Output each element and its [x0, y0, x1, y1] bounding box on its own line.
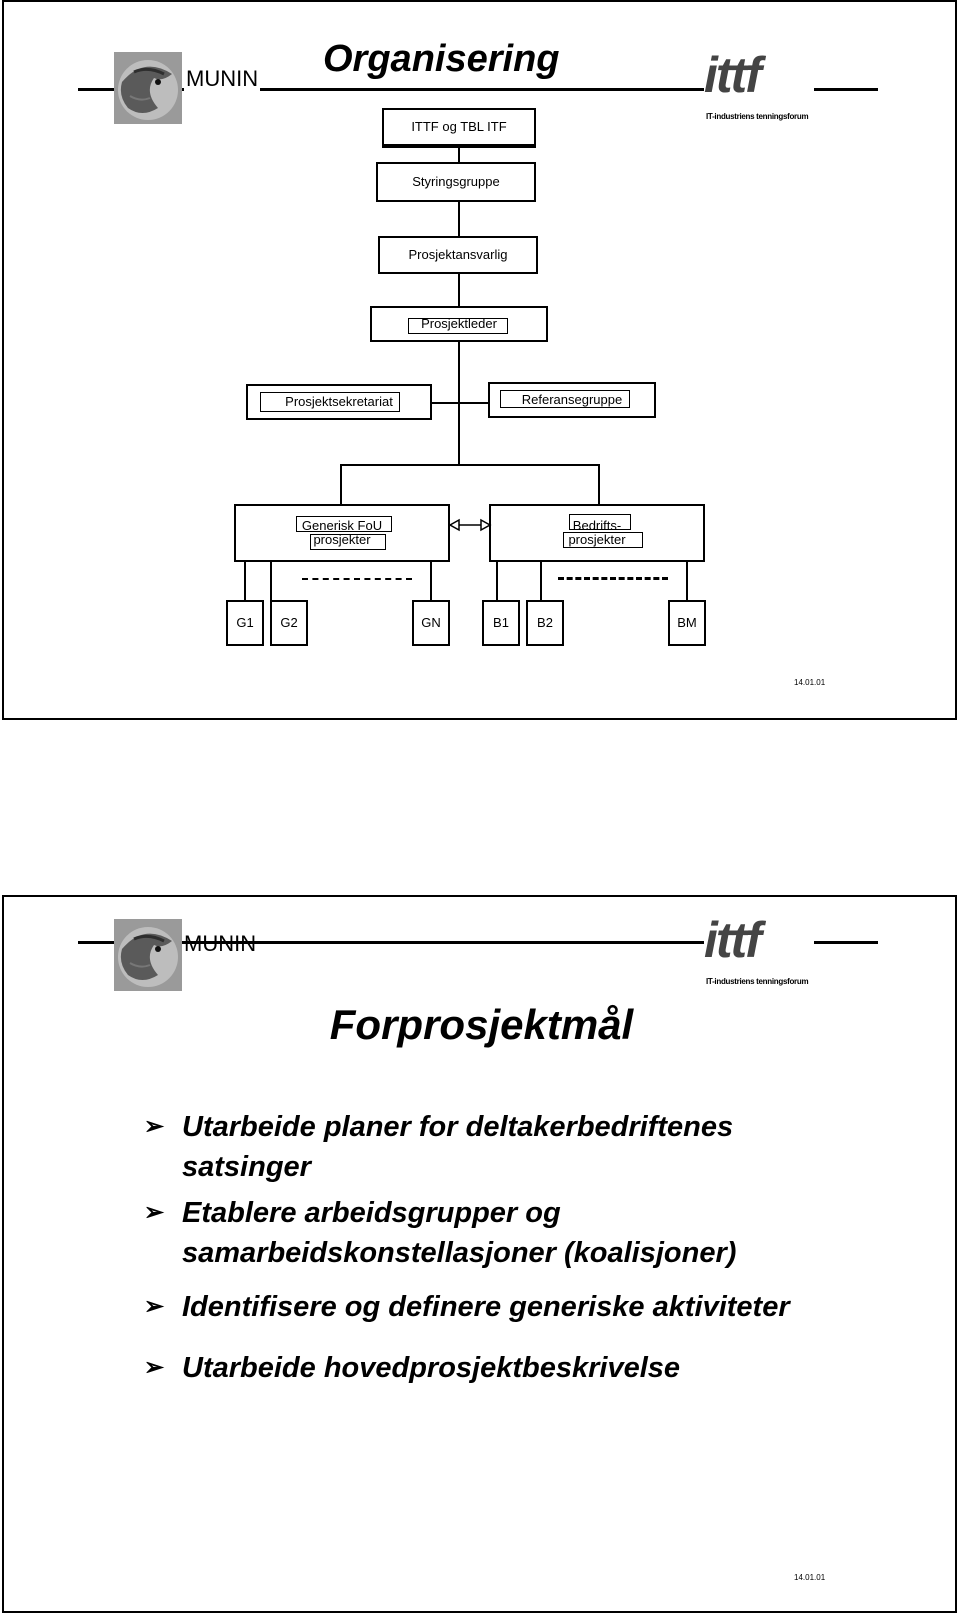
slide-date: 14.01.01: [794, 678, 826, 687]
bullet-arrow-icon: ➢: [144, 1354, 165, 1381]
generic-ellipsis-dashes: [302, 578, 412, 580]
leaf-gn-label: GN: [421, 615, 441, 631]
bullet-item: ➢ Utarbeide planer for deltakerbedriften…: [144, 1107, 924, 1187]
leaf-bm: BM: [668, 600, 706, 646]
bullet-line2: satsinger: [182, 1151, 311, 1183]
munin-raven-logo: [114, 919, 182, 991]
leaf-gn: GN: [412, 600, 450, 646]
leaf-b1-label: B1: [493, 615, 509, 631]
company-ellipsis-dashes: [558, 577, 668, 580]
slide-title: Forprosjektmål: [329, 1001, 634, 1048]
node-bedrifts-line1: Bedrifts-: [572, 518, 622, 534]
leaf-b2-label: B2: [537, 615, 553, 631]
slide-title: Organisering: [319, 38, 564, 81]
leaf-line-b2: [540, 562, 542, 600]
ittf-logo-text: ittf: [704, 912, 762, 968]
leaf-b2: B2: [526, 600, 564, 646]
staff-branch-line: [430, 402, 488, 404]
bullet-item: ➢ Utarbeide hovedprosjektbeskrivelse: [144, 1348, 924, 1388]
leaf-line-gn: [430, 562, 432, 600]
bullet-item: ➢ Etablere arbeidsgrupper og samarbeidsk…: [144, 1193, 924, 1273]
leaf-b1: B1: [482, 600, 520, 646]
node-styringsgruppe: Styringsgruppe: [376, 162, 536, 202]
bullet-line1: Etablere arbeidsgrupper og: [182, 1197, 561, 1229]
node-styringsgruppe-label: Styringsgruppe: [412, 174, 500, 190]
leaf-g1-label: G1: [236, 615, 254, 631]
bullet-arrow-icon: ➢: [144, 1113, 165, 1140]
leaf-line-b1: [496, 562, 498, 600]
slide-forprosjektmal: MUNIN ittf IT-industriens tenningsforum …: [2, 895, 957, 1613]
slide-organisering: MUNIN Organisering ittf IT-industriens t…: [2, 0, 957, 720]
munin-raven-logo: [114, 52, 182, 124]
slide-date: 14.01.01: [794, 1573, 826, 1582]
leaf-line-bm: [686, 562, 688, 600]
node-prosjektleder: Prosjektleder: [370, 306, 548, 342]
ittf-logo-subtitle: IT-industriens tenningsforum: [706, 977, 809, 986]
split-left-line: [340, 464, 342, 504]
node-ittf-tbl: ITTF og TBL ITF: [382, 108, 536, 148]
split-right-line: [598, 464, 600, 504]
node-generisk-line1: Generisk FoU: [301, 518, 383, 534]
brand-name: MUNIN: [184, 66, 261, 92]
node-generisk-line2: prosjekter: [313, 532, 371, 547]
ittf-logo-subtitle: IT-industriens tenningsforum: [706, 112, 809, 121]
node-bedriftsprosjekter: Bedrifts- prosjekter: [489, 504, 705, 562]
node-prosjektansvarlig-label: Prosjektansvarlig: [408, 247, 508, 263]
leaf-g2: G2: [270, 600, 308, 646]
bullet-arrow-icon: ➢: [144, 1293, 165, 1320]
node-prosjektansvarlig: Prosjektansvarlig: [378, 236, 538, 274]
ittf-logo: ittf IT-industriens tenningsforum: [704, 912, 814, 991]
node-prosjektsekretariat: Prosjektsekretariat: [246, 384, 432, 420]
node-referansegruppe: Referansegruppe: [488, 382, 656, 418]
header-rule: [78, 941, 878, 944]
node-prosjektleder-label: Prosjektleder: [421, 316, 497, 332]
leaf-g1: G1: [226, 600, 264, 646]
header-rule: [78, 88, 878, 91]
node-ittf-tbl-label: ITTF og TBL ITF: [411, 119, 507, 135]
leaf-g2-label: G2: [280, 615, 298, 631]
bidirectional-arrow-icon: [448, 518, 492, 532]
ittf-logo-text: ittf: [704, 47, 762, 103]
bullet-line1: Identifisere og definere generiske aktiv…: [182, 1291, 790, 1323]
leaf-line-g1: [244, 562, 246, 600]
bullet-line1: Utarbeide hovedprosjektbeskrivelse: [182, 1352, 681, 1384]
node-prosjektsekretariat-label: Prosjektsekretariat: [285, 394, 393, 410]
bullet-line1: Utarbeide planer for deltakerbedriftenes: [182, 1111, 734, 1143]
brand-name: MUNIN: [184, 931, 257, 956]
bullet-line2: samarbeidskonstellasjoner (koalisjoner): [182, 1237, 737, 1269]
ittf-logo: ittf IT-industriens tenningsforum: [704, 47, 814, 126]
leaf-bm-label: BM: [677, 615, 697, 631]
node-generisk-fou: Generisk FoU prosjekter: [234, 504, 450, 562]
node-bedrifts-line2: prosjekter: [568, 532, 626, 547]
split-line: [340, 464, 600, 466]
node-referansegruppe-label: Referansegruppe: [521, 392, 623, 408]
bullet-item: ➢ Identifisere og definere generiske akt…: [144, 1287, 924, 1327]
bullet-arrow-icon: ➢: [144, 1199, 165, 1226]
leaf-line-g2: [270, 562, 272, 600]
